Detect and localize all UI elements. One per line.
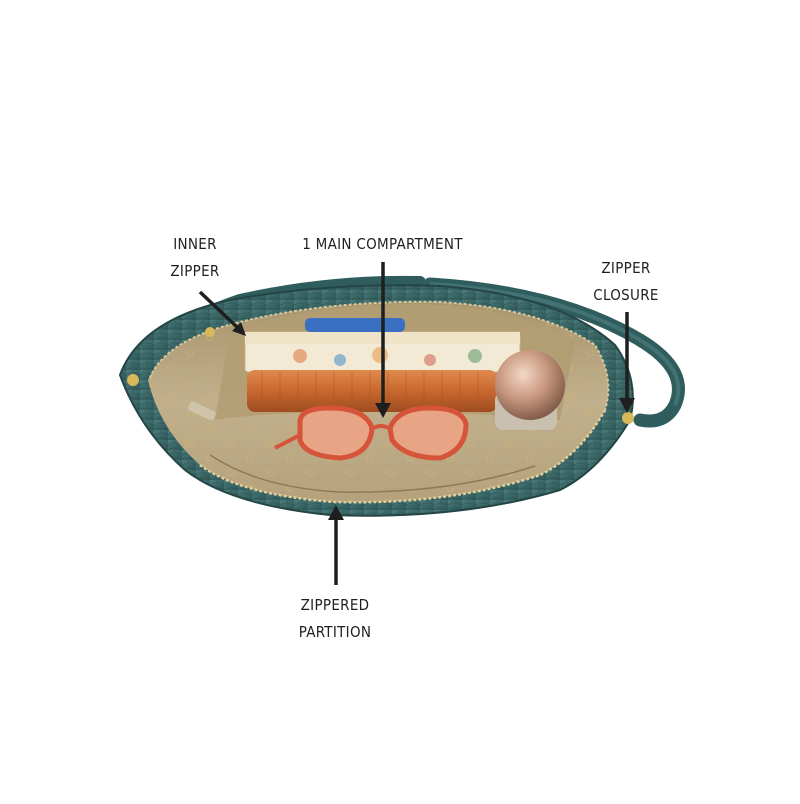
callout-main-compartment-line1: 1 MAIN COMPARTMENT xyxy=(302,235,463,253)
arrow-zippered-partition xyxy=(328,505,344,585)
callout-zippered-partition-line1: ZIPPERED xyxy=(300,596,370,614)
callout-zippered-partition-line2: PARTITION xyxy=(298,623,372,641)
callout-zipper-closure-line1: ZIPPER xyxy=(601,259,651,277)
callout-zippered-partition: ZIPPERED PARTITION xyxy=(285,592,385,646)
callout-inner-zipper-line1: INNER xyxy=(173,235,217,253)
callout-inner-zipper: INNER ZIPPER xyxy=(160,231,230,285)
orange-pouch xyxy=(247,370,497,412)
arrow-inner-zipper xyxy=(198,290,246,336)
zipper-pull-right xyxy=(622,412,634,424)
callout-main-compartment: 1 MAIN COMPARTMENT xyxy=(290,231,475,258)
zipper-pull-left xyxy=(205,327,215,337)
callout-zipper-closure-line2: CLOSURE xyxy=(593,286,659,304)
arrow-main-compartment xyxy=(375,262,391,418)
arrow-zipper-closure xyxy=(619,312,635,413)
callout-zipper-closure: ZIPPER CLOSURE xyxy=(585,255,667,309)
bronze-compact xyxy=(495,350,565,430)
sunglasses xyxy=(274,405,469,461)
callout-inner-zipper-line2: ZIPPER xyxy=(170,262,220,280)
